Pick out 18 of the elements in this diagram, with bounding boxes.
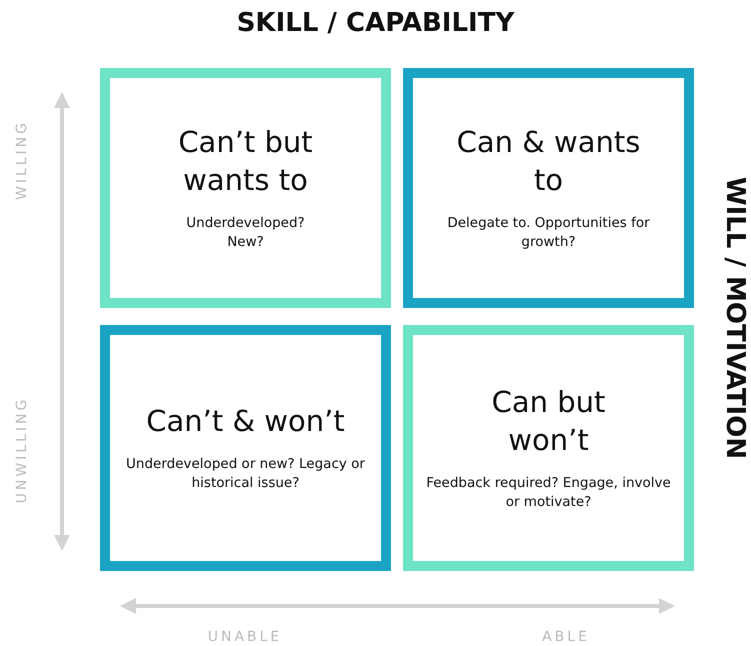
quadrant-description: Delegate to. Opportunities for growth? <box>446 214 651 252</box>
quadrant-description: Feedback required? Engage, involve or motivate? <box>425 474 672 512</box>
quadrant-heading: Can’t but wants to <box>177 124 314 200</box>
quadrant-box <box>403 68 694 308</box>
axis-label: WILLING <box>14 120 30 200</box>
quadrant-box <box>100 68 391 308</box>
quadrant-description: Underdeveloped or new? Legacy or historical issue? <box>126 454 366 493</box>
quadrant-heading: Can but won’t <box>490 384 606 460</box>
axis-label: UNWILLING <box>14 396 30 504</box>
quadrant-box <box>403 325 694 571</box>
quadrant-heading: Can’t & won’t <box>146 403 346 440</box>
axis-title: SKILL / CAPABILITY <box>236 8 516 38</box>
quadrant-description: Underdeveloped? New? <box>185 214 306 252</box>
axis-label: ABLE <box>542 629 590 645</box>
quadrant-heading: Can & wants to <box>456 124 642 200</box>
axis-title: WILL / MOTIVATION <box>720 176 750 460</box>
quadrant-box <box>100 325 391 571</box>
axis-label: UNABLE <box>208 629 282 645</box>
